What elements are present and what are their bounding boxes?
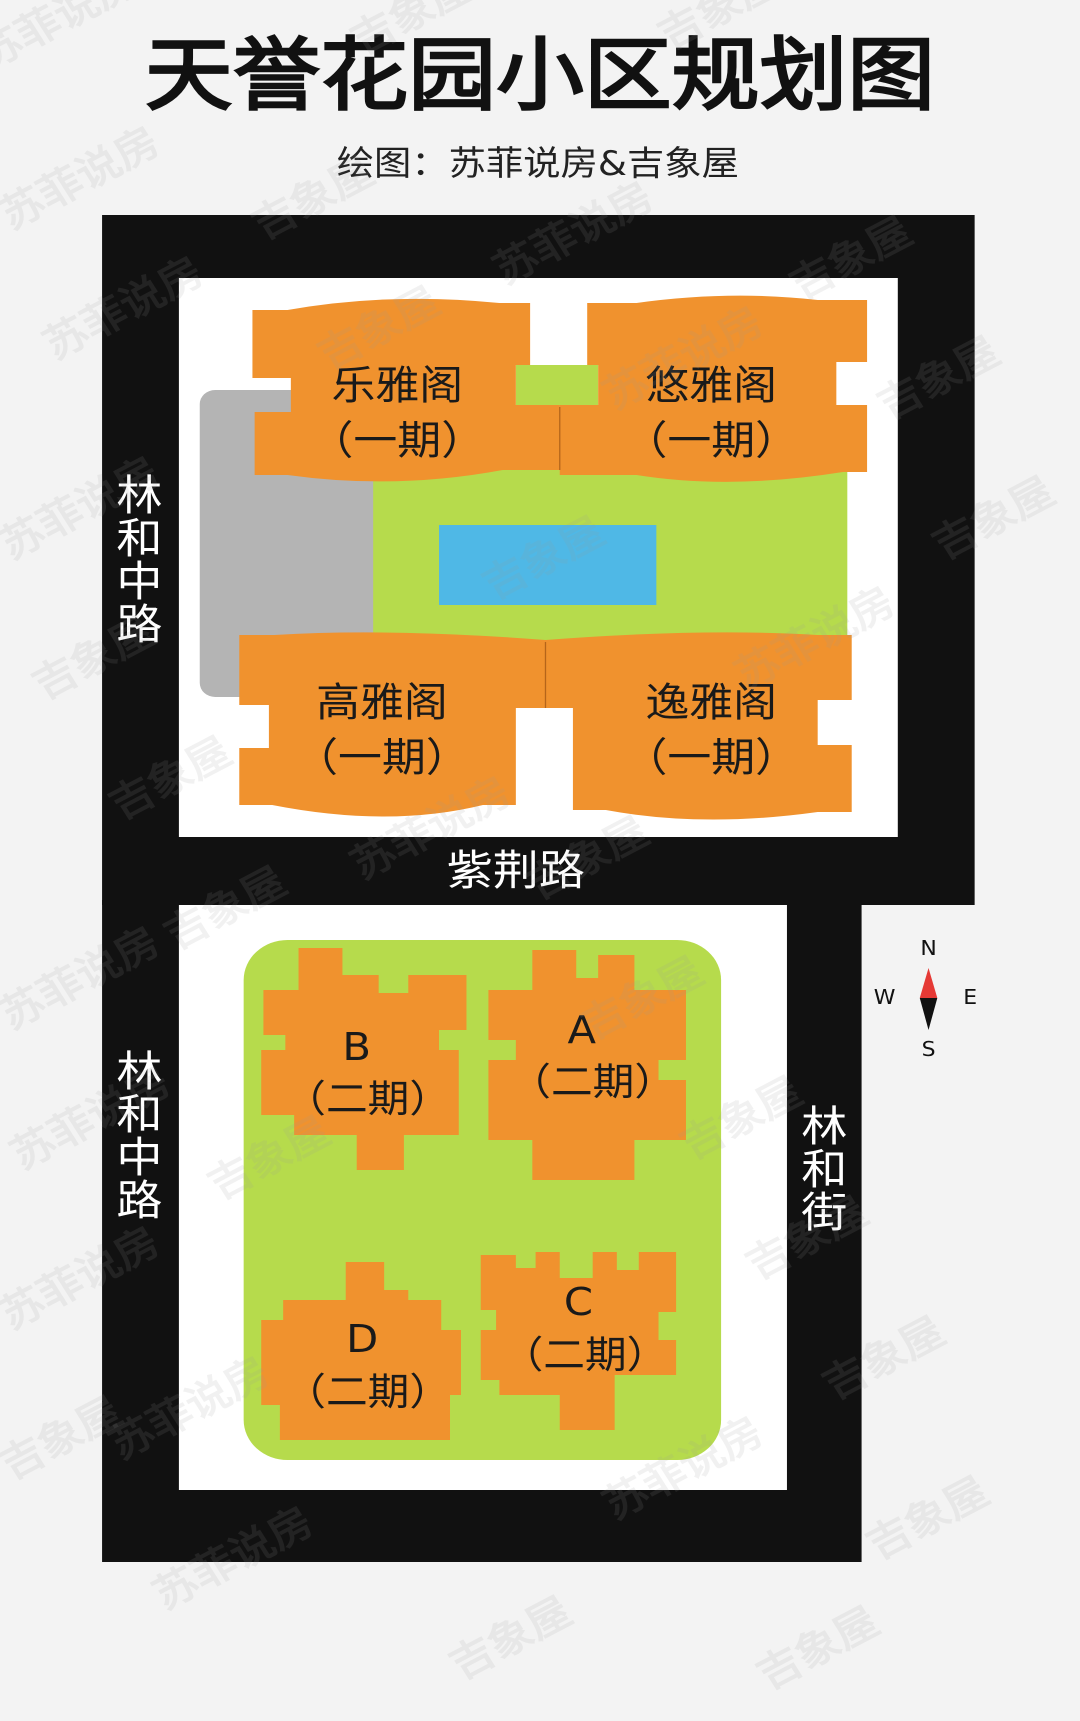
compass-needle-north [919,968,938,998]
map-title: 天誉花园小区规划图 [145,29,935,122]
road-label-lin-he-jie: 林和街 [801,1103,847,1238]
compass-needle-south [919,998,938,1030]
building-phase-b: （二期） [284,1078,451,1122]
road-label-char: 和 [116,1091,162,1140]
road-label-char: 林 [801,1103,847,1152]
building-phase-d: （二期） [284,1371,451,1415]
garden-strip-north [515,365,599,407]
building-name-le-ya-ge: 乐雅阁 [331,362,463,409]
building-you-ya-ge [559,295,868,482]
compass-east-label: E [963,986,977,1009]
building-phase-c: （二期） [502,1334,669,1378]
road-label-char: 和 [116,515,162,564]
road-label-char: 林 [116,472,162,521]
compass: N S W E [874,937,977,1061]
building-name-you-ya-ge: 悠雅阁 [645,362,777,409]
building-name-d: D [346,1318,378,1362]
building-gao-ya-ge [239,632,546,817]
building-b [261,948,467,1170]
road-label-lin-he-zhong-lu-north: 林和中路 [116,472,162,650]
road-label-lin-he-zhong-lu-south: 林和中路 [116,1048,162,1226]
building-phase-a: （二期） [509,1061,676,1105]
building-phase-yi-ya-ge: （一期） [623,734,799,781]
swimming-pool [439,525,657,605]
building-yi-ya-ge [545,632,852,820]
building-name-yi-ya-ge: 逸雅阁 [645,679,777,726]
building-name-a: A [567,1009,596,1053]
map-credit: 绘图：苏菲说房&吉象屋 [337,145,739,184]
road-label-zi-jing-lu: 紫荆路 [447,847,585,896]
building-le-ya-ge [252,298,560,482]
road-label-char: 林 [116,1048,162,1097]
compass-south-label: S [922,1038,936,1061]
building-name-c: C [564,1281,593,1325]
compass-north-label: N [920,937,936,960]
road-label-char: 街 [801,1189,847,1238]
building-phase-gao-ya-ge: （一期） [294,734,470,781]
building-name-b: B [342,1026,371,1070]
phase-two-site: B （二期） A （二期） D （二期） C （二期） [178,905,787,1490]
building-a [488,950,686,1180]
building-c [480,1252,677,1430]
compass-west-label: W [874,986,896,1009]
road-label-char: 中 [116,558,162,607]
road-label-char: 中 [116,1134,162,1183]
road-label-char: 路 [116,1177,162,1226]
building-name-gao-ya-ge: 高雅阁 [316,679,448,726]
building-phase-you-ya-ge: （一期） [623,417,799,464]
road-label-char: 路 [116,601,162,650]
building-phase-le-ya-ge: （一期） [310,417,486,464]
building-d [261,1262,461,1440]
phase-one-site: 乐雅阁 （一期） 悠雅阁 （一期） 高雅阁 （一期） 逸雅阁 （一期） [178,278,898,837]
road-label-char: 和 [801,1146,847,1195]
